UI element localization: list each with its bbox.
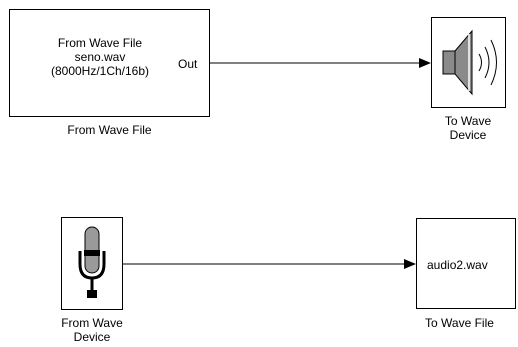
from-wave-device-block[interactable] [61, 217, 123, 310]
output-filename: audio2.wav [427, 258, 488, 272]
block-filename: seno.wav [74, 50, 126, 64]
to-wave-device-block[interactable] [431, 17, 506, 108]
signal-line-top [210, 58, 431, 68]
microphone-icon [78, 226, 106, 298]
speaker-icon [442, 29, 497, 96]
from-wave-file-caption: From Wave File [67, 123, 152, 137]
to-wave-file-block[interactable]: audio2.wav [416, 218, 516, 309]
to-wave-file-caption: To Wave File [425, 316, 494, 330]
from-wave-file-block[interactable]: From Wave File seno.wav (8000Hz/1Ch/16b)… [9, 9, 210, 117]
to-wave-device-caption-line2: Device [449, 128, 487, 142]
output-port-label: Out [178, 57, 198, 71]
from-wave-device-caption-line1: From Wave [61, 316, 123, 330]
from-wave-device-caption-line2: Device [73, 330, 111, 344]
block-format: (8000Hz/1Ch/16b) [50, 64, 150, 78]
block-title: From Wave File [57, 36, 143, 50]
signal-line-bottom [123, 259, 416, 269]
to-wave-device-caption-line1: To Wave [444, 114, 492, 128]
